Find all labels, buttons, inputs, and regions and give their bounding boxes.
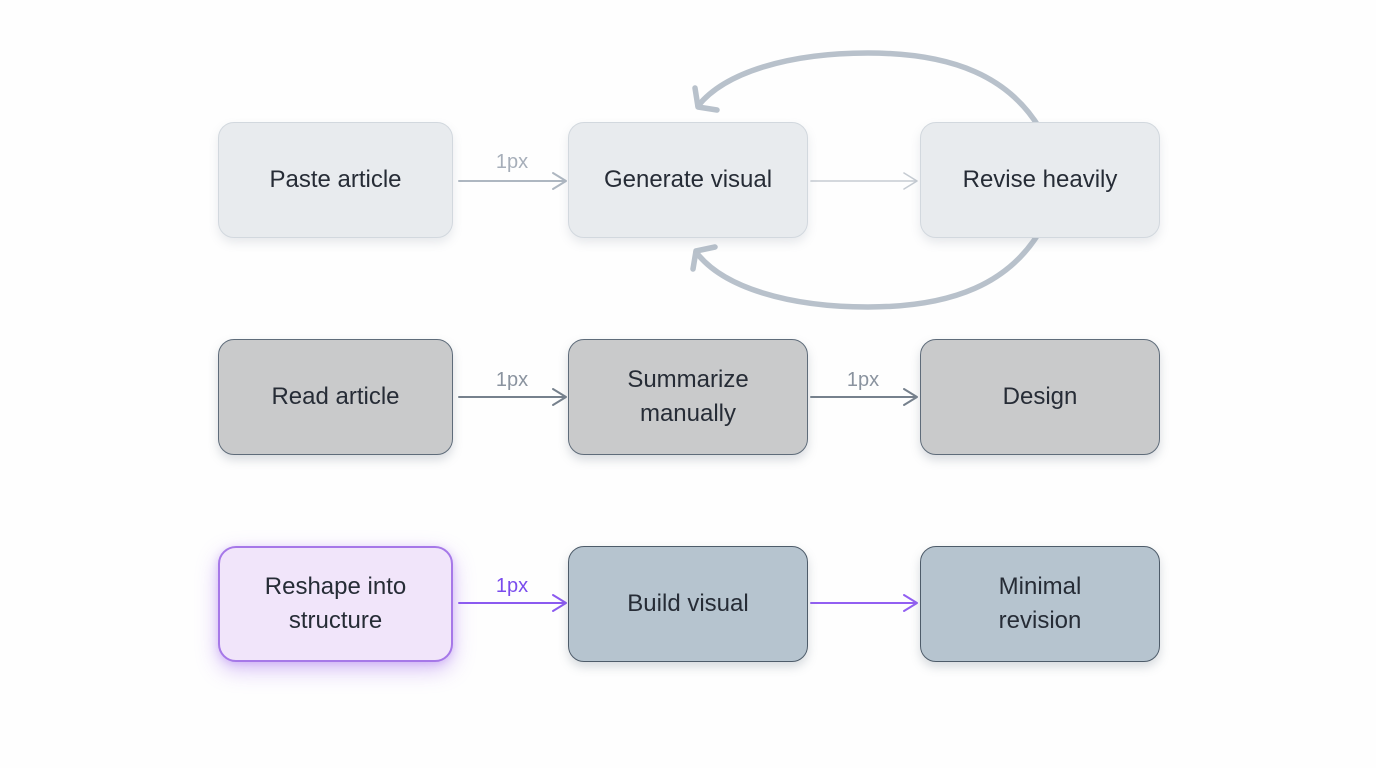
node-label: Read article xyxy=(271,383,400,411)
node-label: Design xyxy=(1002,383,1078,411)
loop-arrowhead-bottom xyxy=(690,244,718,272)
edge-arrow-build-to-minimal xyxy=(810,594,918,612)
node-revise-heavily: Revise heavily xyxy=(920,122,1160,238)
edge-label-summarize-to-design: 1px xyxy=(847,369,879,391)
loop-arrow-bottom xyxy=(690,221,1047,310)
node-label: Generate visual xyxy=(603,166,773,194)
node-paste-article: Paste article xyxy=(218,122,453,238)
edge-arrow-summarize-to-design xyxy=(810,388,918,406)
edge-arrow-reshape-to-build xyxy=(458,594,567,612)
loop-arrowhead-top xyxy=(692,85,720,113)
node-minimal-revision: Minimal revision xyxy=(920,546,1160,662)
edge-arrow-paste-to-generate xyxy=(458,172,567,190)
node-build-visual: Build visual xyxy=(568,546,808,662)
node-label: Minimal revision xyxy=(998,573,1082,634)
node-generate-visual: Generate visual xyxy=(568,122,808,238)
node-label: Revise heavily xyxy=(962,166,1118,194)
edge-label-read-to-summarize: 1px xyxy=(496,369,528,391)
node-design: Design xyxy=(920,339,1160,455)
loop-arrow-top xyxy=(692,50,1047,139)
node-label: Summarize manually xyxy=(627,366,749,427)
edge-label-paste-to-generate: 1px xyxy=(496,151,528,173)
node-label: Build visual xyxy=(627,590,749,618)
node-reshape-into-structure: Reshape into structure xyxy=(218,546,453,662)
node-label: Paste article xyxy=(269,166,402,194)
edge-arrow-generate-to-revise xyxy=(810,172,918,190)
edge-arrow-read-to-summarize xyxy=(458,388,567,406)
node-read-article: Read article xyxy=(218,339,453,455)
edge-label-reshape-to-build: 1px xyxy=(496,575,528,597)
node-summarize-manually: Summarize manually xyxy=(568,339,808,455)
node-label: Reshape into structure xyxy=(264,573,407,634)
